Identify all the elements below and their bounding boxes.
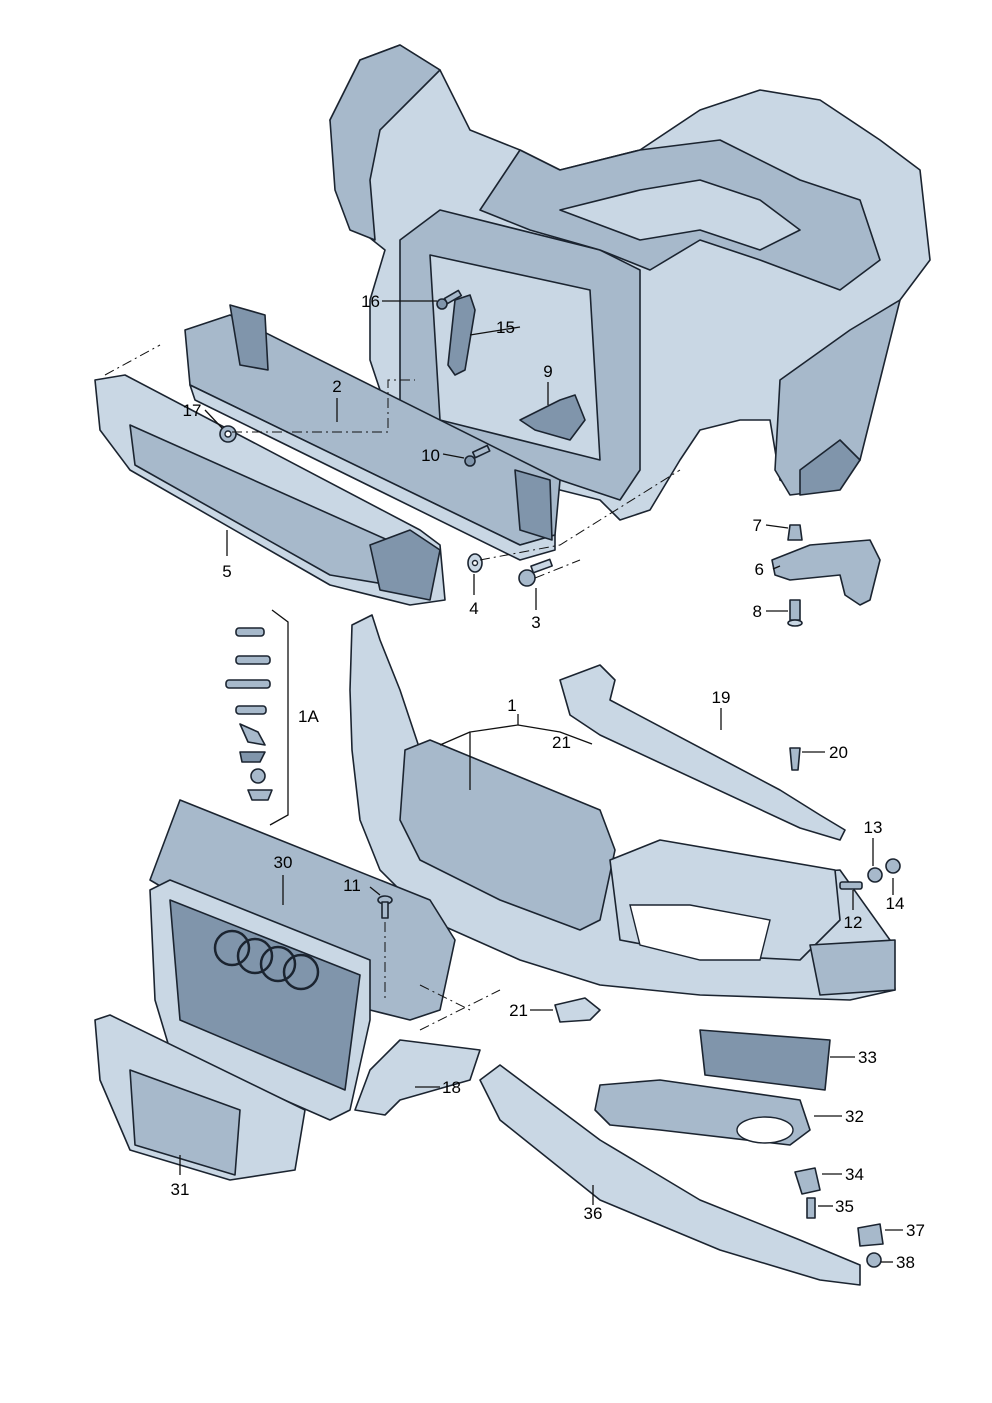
callout-1: 1: [507, 696, 516, 715]
callout-16: 16: [361, 292, 380, 311]
part-19-reinforcement: [559, 664, 846, 841]
part-31-plate-holder: [94, 1014, 306, 1181]
part-12-stud: [839, 881, 863, 890]
part-16-bolt: [436, 289, 463, 310]
callout-4: 4: [469, 599, 478, 618]
part-4-washer: [467, 553, 483, 573]
part-1a-fastener-kit: [225, 609, 289, 826]
part-15-bracket: [447, 294, 476, 376]
callout-33: 33: [858, 1048, 877, 1067]
callout-9: 9: [543, 362, 552, 381]
callout-21-cap: 21: [509, 1001, 528, 1020]
leader-lines: [179, 300, 903, 1263]
callout-37: 37: [906, 1221, 925, 1240]
callout-7: 7: [753, 516, 762, 535]
callout-15: 15: [496, 318, 515, 337]
part-2-bumper-beam: [184, 304, 561, 561]
part-9-bracket: [519, 394, 586, 441]
front-body-structure: [329, 44, 931, 521]
part-10-bolt: [464, 444, 491, 467]
callout-labels: 1 1A 2 3 4 5 6 7 8 9 10 11 12 13 14 15 1…: [171, 292, 925, 1272]
part-14-nut: [885, 858, 901, 874]
callout-21-top: 21: [552, 733, 571, 752]
part-5-energy-absorber: [94, 374, 446, 606]
part-20-screw: [789, 747, 801, 771]
part-6-bracket: [771, 539, 881, 606]
callout-18: 18: [442, 1078, 461, 1097]
part-17-nut: [219, 425, 237, 443]
callout-1a: 1A: [298, 707, 319, 726]
part-18-cover: [354, 1039, 481, 1116]
part-35-screw: [806, 1197, 816, 1219]
part-1-bumper-cover: [349, 614, 896, 1001]
part-21-cap: [554, 997, 601, 1023]
callout-20: 20: [829, 743, 848, 762]
callout-12: 12: [844, 913, 863, 932]
four-rings-logo: [213, 929, 320, 991]
callout-14: 14: [886, 894, 905, 913]
callout-6: 6: [755, 560, 764, 579]
part-30-grille: [149, 799, 456, 1121]
callout-5: 5: [222, 562, 231, 581]
part-32-fog-grille: [594, 1079, 811, 1146]
callout-2: 2: [332, 377, 341, 396]
part-37-clip: [857, 1223, 884, 1247]
callout-38: 38: [896, 1253, 915, 1272]
callout-13: 13: [864, 818, 883, 837]
callout-19: 19: [712, 688, 731, 707]
part-7-clip: [787, 524, 803, 541]
assembly-lines: [104, 344, 681, 1031]
part-36-spoiler-lip: [479, 1064, 861, 1286]
callout-3: 3: [531, 613, 540, 632]
part-34-clip: [794, 1167, 821, 1195]
callout-10: 10: [421, 446, 440, 465]
callout-31: 31: [171, 1180, 190, 1199]
callout-30: 30: [274, 853, 293, 872]
callout-34: 34: [845, 1165, 864, 1184]
callout-8: 8: [753, 602, 762, 621]
callout-35: 35: [835, 1197, 854, 1216]
part-33-blanking-plate: [699, 1029, 831, 1091]
part-13-nut: [867, 867, 883, 883]
part-8-screw: [787, 599, 803, 627]
callout-36: 36: [584, 1204, 603, 1223]
callout-32: 32: [845, 1107, 864, 1126]
callout-11: 11: [343, 876, 361, 895]
part-11-screw: [377, 895, 393, 919]
callout-17: 17: [183, 401, 202, 420]
part-38-screw: [866, 1252, 882, 1268]
part-3-bolt: [518, 558, 553, 587]
